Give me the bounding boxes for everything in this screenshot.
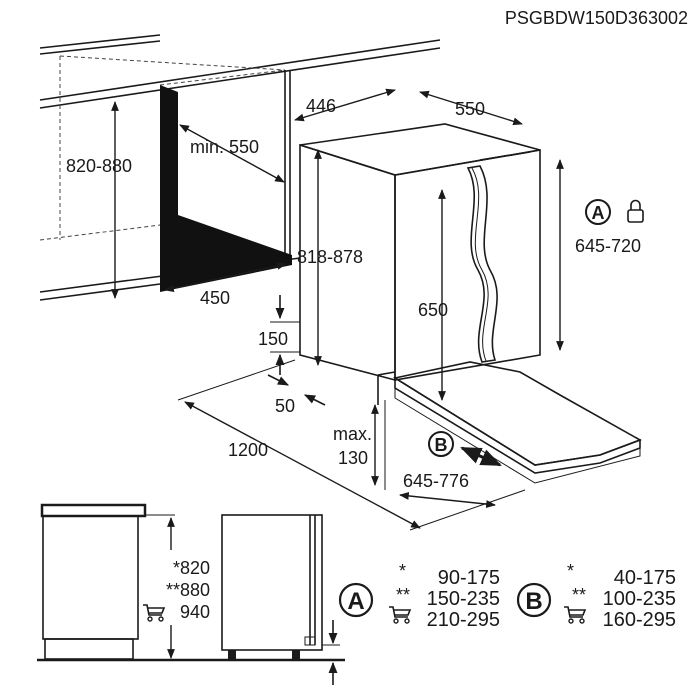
appliance-width-label: 446 [306,96,336,116]
niche-shape [160,85,292,292]
lock-icon [627,199,644,223]
side-height-2: **880 [166,580,210,600]
side-view-appliance [37,514,345,662]
table-a-row: 210-295 [427,609,500,631]
table-a: A * 90-175 ** 150-235 210-295 [338,561,500,631]
table-b-row: 100-235 [603,588,676,610]
table-a-label: A [347,588,364,615]
svg-text:**: ** [396,585,410,605]
door-slide-label: 645-776 [403,471,469,491]
table-b: B * 40-175 ** 100-235 160-295 [516,561,676,631]
niche-height-label: 820-880 [66,156,132,176]
side-height-3: 940 [180,602,210,622]
plinth-max-value: 130 [338,448,368,468]
svg-text:**: ** [572,585,586,605]
table-a-row: 150-235 [427,588,500,610]
svg-text:*: * [399,561,406,581]
niche-depth-label: min. 550 [190,137,259,157]
table-a-row: 90-175 [438,567,500,589]
door-height-label: 645-720 [575,236,641,256]
plinth-depth-label: 50 [275,396,295,416]
niche-width-label: 450 [200,288,230,308]
plinth-height-label: 150 [258,329,288,349]
table-b-row: 40-175 [614,567,676,589]
shopping-cart-icon [563,606,586,624]
door-space-label: 1200 [228,440,268,460]
appliance-depth-label: 550 [455,99,485,119]
table-b-label: B [525,588,542,615]
door-panel-height-label: 650 [418,300,448,320]
dishwasher-body [299,123,642,484]
svg-text:A: A [592,203,605,223]
shopping-cart-icon [388,606,411,624]
table-b-row: 160-295 [603,609,676,631]
side-height-1: *820 [173,558,210,578]
appliance-height-label: 818-878 [297,247,363,267]
svg-text:B: B [435,435,448,455]
svg-text:*: * [567,561,574,581]
model-code: PSGBDW150D363002 [505,8,688,28]
marker-a: A [585,199,611,225]
marker-b: B [428,431,454,457]
plinth-max-label: max. [333,424,372,444]
